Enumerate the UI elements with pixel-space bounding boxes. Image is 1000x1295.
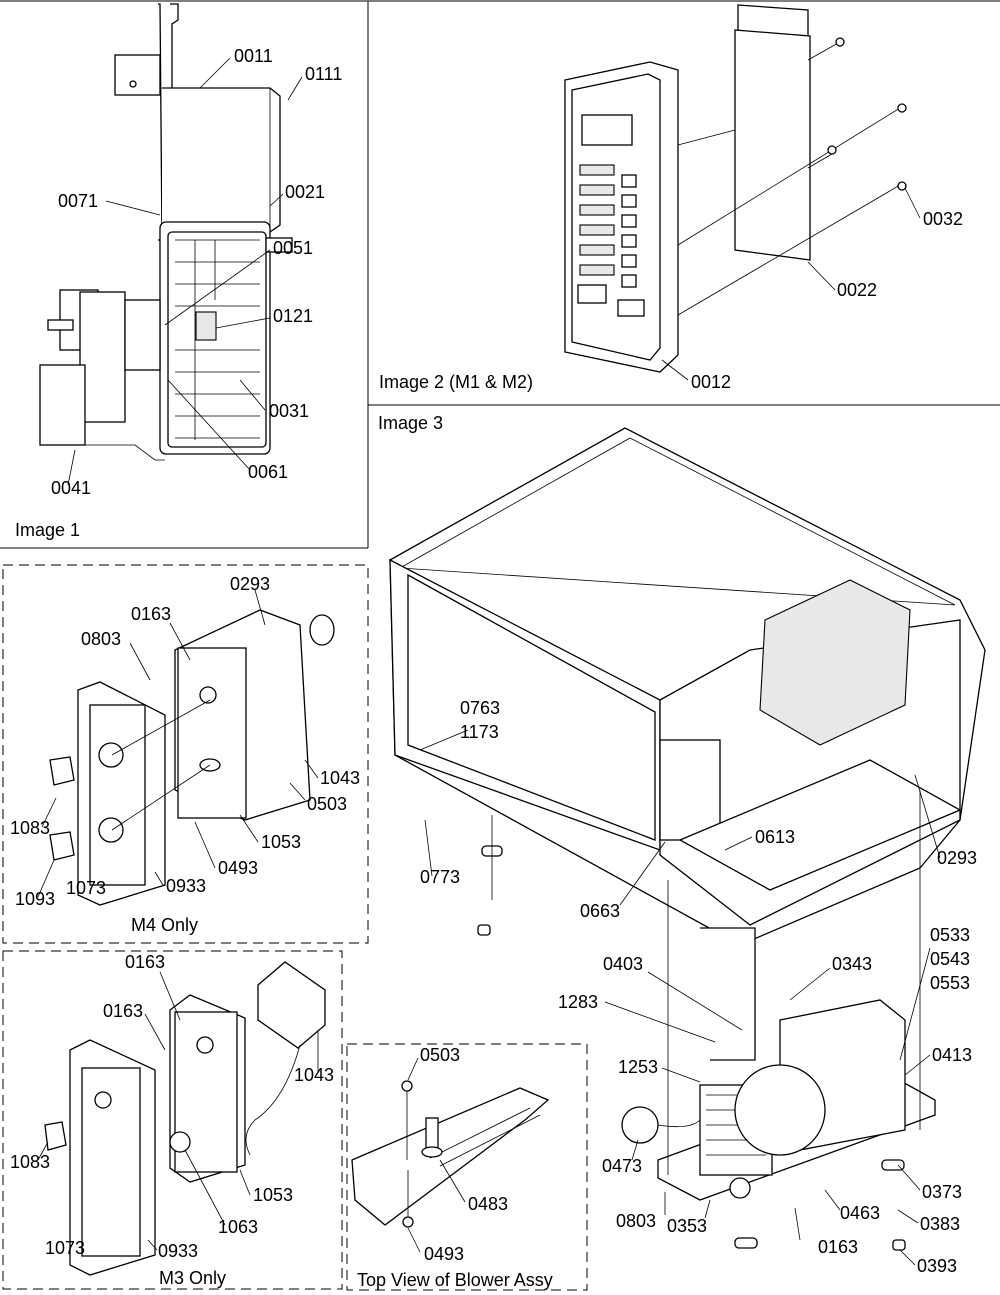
label-1093: 1093 xyxy=(15,889,55,909)
label-0022: 0022 xyxy=(837,280,877,300)
label-1063: 1063 xyxy=(218,1217,258,1237)
caption-m4: M4 Only xyxy=(131,915,198,935)
label-0803-base: 0803 xyxy=(616,1211,656,1231)
label-0071: 0071 xyxy=(58,191,98,211)
label-0763: 0763 xyxy=(460,698,500,718)
label-0111: 0111 xyxy=(305,64,342,84)
leader-lines xyxy=(37,57,941,1266)
label-0012: 0012 xyxy=(691,372,731,392)
m3-frame xyxy=(2,950,343,1290)
label-0293-m4: 0293 xyxy=(230,574,270,594)
label-1053-m4: 1053 xyxy=(261,832,301,852)
label-0163-base: 0163 xyxy=(818,1237,858,1257)
label-1043-m3: 1043 xyxy=(294,1065,334,1085)
m4-assembly xyxy=(49,609,335,906)
label-0032: 0032 xyxy=(923,209,963,229)
label-0011: 0011 xyxy=(234,46,273,66)
label-1283: 1283 xyxy=(558,992,598,1012)
label-0393: 0393 xyxy=(917,1256,957,1276)
label-0373: 0373 xyxy=(922,1182,962,1202)
label-0413: 0413 xyxy=(932,1045,972,1065)
label-0163-m3: 0163 xyxy=(103,1001,143,1021)
label-0503-blower: 0503 xyxy=(420,1045,460,1065)
label-0061: 0061 xyxy=(248,462,288,482)
label-0533: 0533 xyxy=(930,925,970,945)
label-0553: 0553 xyxy=(930,973,970,993)
label-0403: 0403 xyxy=(603,954,643,974)
label-1253: 1253 xyxy=(618,1057,658,1077)
label-0293-cabinet: 0293 xyxy=(937,848,977,868)
label-0041: 0041 xyxy=(51,478,91,498)
label-0343: 0343 xyxy=(832,954,872,974)
label-0933-m3: 0933 xyxy=(158,1241,198,1261)
label-0383: 0383 xyxy=(920,1214,960,1234)
label-0773: 0773 xyxy=(420,867,460,887)
blower-frame xyxy=(346,1043,588,1291)
label-0933-m4: 0933 xyxy=(166,876,206,896)
label-0021: 0021 xyxy=(285,182,325,202)
label-0463: 0463 xyxy=(840,1203,880,1223)
label-0493-m4: 0493 xyxy=(218,858,258,878)
blower-top-view xyxy=(351,1080,550,1228)
label-1043-m4: 1043 xyxy=(320,768,360,788)
image2-control-panel xyxy=(564,4,907,373)
label-0163-m3-top: 0163 xyxy=(125,952,165,972)
caption-image1: Image 1 xyxy=(15,520,80,540)
label-1173: 1173 xyxy=(460,722,499,742)
label-1073-m3: 1073 xyxy=(45,1238,85,1258)
label-1053-m3: 1053 xyxy=(253,1185,293,1205)
part-labels: 0011 0111 0071 0021 0051 0121 0031 0061 … xyxy=(10,46,977,1276)
label-0163-m4: 0163 xyxy=(131,604,171,624)
caption-image2: Image 2 (M1 & M2) xyxy=(379,372,533,392)
label-1083-m4: 1083 xyxy=(10,818,50,838)
label-0493-blower: 0493 xyxy=(424,1244,464,1264)
label-0613: 0613 xyxy=(755,827,795,847)
label-0663: 0663 xyxy=(580,901,620,921)
label-0803-m4: 0803 xyxy=(81,629,121,649)
image3-cabinet xyxy=(389,427,986,946)
caption-image3: Image 3 xyxy=(378,413,443,433)
label-1083-m3: 1083 xyxy=(10,1152,50,1172)
label-0353: 0353 xyxy=(667,1216,707,1236)
m3-assembly xyxy=(44,961,326,1276)
label-0483: 0483 xyxy=(468,1194,508,1214)
label-0543: 0543 xyxy=(930,949,970,969)
label-0051: 0051 xyxy=(273,238,313,258)
m4-frame xyxy=(2,564,369,944)
label-0031: 0031 xyxy=(269,401,309,421)
image3-base-assembly xyxy=(621,790,936,1251)
label-0121: 0121 xyxy=(273,306,313,326)
image1-blower-assembly xyxy=(39,3,293,461)
label-1073-m4: 1073 xyxy=(66,878,106,898)
label-0473: 0473 xyxy=(602,1156,642,1176)
label-0503-m4: 0503 xyxy=(307,794,347,814)
caption-m3: M3 Only xyxy=(159,1268,226,1288)
caption-blower: Top View of Blower Assy xyxy=(357,1270,553,1290)
